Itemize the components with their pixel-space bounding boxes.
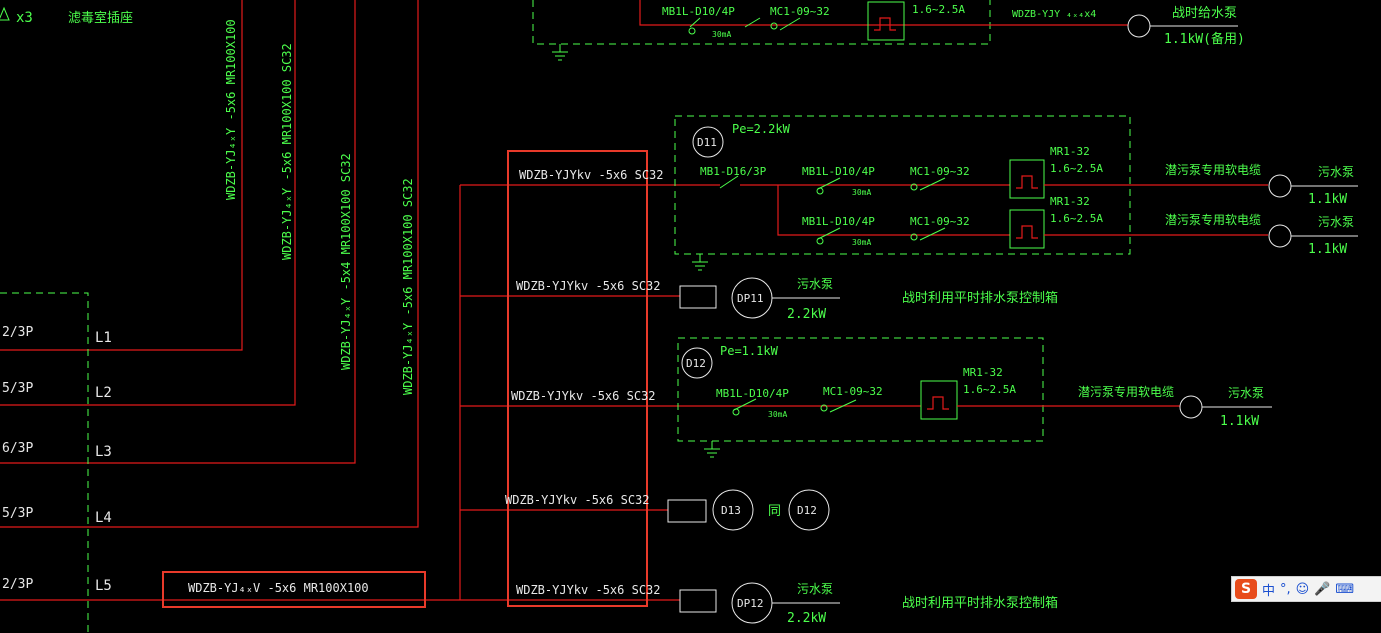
d12-mb: MB1L-D10/4P [716,387,789,400]
d12-power: 1.1kW [1220,414,1259,429]
top-mb-label: MB1L-D10/4P [662,5,735,18]
d13-id: D13 [721,504,741,517]
ime-keyboard-icon[interactable]: ⌨ [1335,581,1355,597]
line-label-L1: L1 [95,330,112,346]
pump-motor-icon [1127,14,1151,38]
d11-id: D11 [697,136,717,149]
d11-panel: D11 Pe=2.2kW MB1-D16/3P MB1L-D10/4P 30mA… [674,115,1358,271]
d12-id: D12 [686,357,706,370]
feeder-cable-1: WDZB-YJYkv -5x6 SC32 [519,168,664,182]
d11-b2-cable: 潜污泵专用软电缆 [1165,212,1261,227]
d12-mr: MR1-32 [963,366,1003,379]
dp11-power: 2.2kW [787,307,826,322]
warning-triangle-icon [0,6,10,21]
line-label-L2: L2 [95,385,112,401]
ground-icon [704,441,720,458]
ime-punct-toggle[interactable]: °, [1280,581,1291,597]
multiplier-label: x3 [16,10,33,26]
feeder-cable-highlight [507,150,648,607]
top-left-header: x3 滤毒室插座 [0,6,133,26]
dp12-power: 2.2kW [787,611,826,626]
breaker-rating-2: 5/3P [2,381,33,396]
line-label-L4: L4 [95,510,112,526]
main-cable-highlight [162,571,426,608]
ground-icon [552,44,568,61]
d12-cable: 潜污泵专用软电缆 [1078,384,1174,399]
d11-b1-power: 1.1kW [1308,192,1347,207]
breaker-rating-1: 2/3P [2,325,33,340]
feeder-cable-5: WDZB-YJYkv -5x6 SC32 [516,583,661,597]
d11-b1-mc: MC1-09~32 [910,165,970,178]
d11-b1-motor-icon [1268,174,1292,198]
d11-b1-ma: 30mA [852,188,871,197]
top-cable-label: WDZB-YJY ₄ₓ₄x4 [1012,9,1096,20]
room-label: 滤毒室插座 [68,10,133,26]
dp12-id: DP12 [737,597,764,610]
d11-b2-range: 1.6~2.5A [1050,212,1103,225]
d12-mc: MC1-09~32 [823,385,883,398]
dp12-group: DP12 污水泵 2.2kW 战时利用平时排水泵控制箱 [679,582,1058,626]
line-label-L5: L5 [95,578,112,594]
d12-circle [681,347,713,379]
d11-pe: Pe=2.2kW [732,122,791,136]
top-pump-label: 战时给水泵 [1172,6,1237,21]
d12-range: 1.6~2.5A [963,383,1016,396]
dp11-group: DP11 污水泵 2.2kW 战时利用平时排水泵控制箱 [679,277,1058,322]
d11-b2-mr: MR1-32 [1050,195,1090,208]
main-cable-label: WDZB-YJ₄ₓV -5x6 MR100X100 [188,581,369,595]
ground-icon [692,254,708,271]
dp11-pump: 污水泵 [797,277,833,291]
d11-b1-cable: 潜污泵专用软电缆 [1165,162,1261,177]
feeder-cable-3: WDZB-YJYkv -5x6 SC32 [511,389,656,403]
d11-mb-main: MB1-D16/3P [700,165,767,178]
breaker-rating-3: 6/3P [2,441,33,456]
d13-same: 同 [768,504,781,519]
d11-b2-pump: 污水泵 [1318,215,1354,229]
sogou-logo-icon[interactable]: S [1235,579,1257,599]
d11-b1-mr: MR1-32 [1050,145,1090,158]
riser-label-2: WDZB-YJ₄ₓY -5x6 MR100X100 SC32 [280,43,294,260]
riser-lines [0,0,419,528]
top-mc-label: MC1-09~32 [770,5,830,18]
d12-ma: 30mA [768,410,787,419]
d12-pe: Pe=1.1kW [720,344,779,358]
dp12-desc: 战时利用平时排水泵控制箱 [902,595,1058,611]
d11-b2-motor-icon [1268,224,1292,248]
feeder-cable-2: WDZB-YJYkv -5x6 SC32 [516,279,661,293]
feeder-bus [459,184,680,601]
dp12-pump: 污水泵 [797,582,833,596]
breaker-rating-5: 2/3P [2,577,33,592]
ime-voice-icon[interactable]: 🎤 [1314,581,1331,597]
d11-b2-power: 1.1kW [1308,242,1347,257]
breaker-rating-4: 5/3P [2,506,33,521]
dp11-desc: 战时利用平时排水泵控制箱 [902,290,1058,306]
d11-b1-mb: MB1L-D10/4P [802,165,875,178]
ime-emoji-icon[interactable]: ☺ [1295,581,1310,597]
d13-group: D13 同 D12 [667,489,830,531]
d12-panel: D12 Pe=1.1kW MB1L-D10/4P 30mA MC1-09~32 … [677,337,1272,458]
d11-b1-range: 1.6~2.5A [1050,162,1103,175]
top-power-label: 1.1kW(备用) [1164,31,1245,47]
riser-label-4: WDZB-YJ₄ₓY -5x6 MR100X100 SC32 [401,178,415,395]
d11-b1-pump: 污水泵 [1318,165,1354,179]
d11-circle [692,126,724,158]
dp11-id: DP11 [737,292,764,305]
d11-b2-mc: MC1-09~32 [910,215,970,228]
left-switchboard: 2/3P L1 5/3P L2 6/3P L3 5/3P L4 2/3P L5 [0,292,112,633]
d11-b2-ma: 30mA [852,238,871,247]
feeder-cable-4: WDZB-YJYkv -5x6 SC32 [505,493,650,507]
d11-b2-mb: MB1L-D10/4P [802,215,875,228]
d12-motor-icon [1179,395,1203,419]
line-label-L3: L3 [95,444,112,460]
d12-pump: 污水泵 [1228,386,1264,400]
riser-label-1: WDZB-YJ₄ₓY -5x6 MR100X100 [224,19,238,200]
d13-ref: D12 [797,504,817,517]
ime-toolbar[interactable]: S 中 °, ☺ 🎤 ⌨ [1231,576,1381,602]
top-range-label: 1.6~2.5A [912,3,965,16]
top-ma-label: 30mA [712,30,731,39]
riser-label-3: WDZB-YJ₄ₓY -5x4 MR100X100 SC32 [339,153,353,370]
ime-lang-toggle[interactable]: 中 [1262,583,1276,599]
top-panel: MB1L-D10/4P MC1-09~32 30mA 1.6~2.5A WDZB… [532,0,1245,61]
